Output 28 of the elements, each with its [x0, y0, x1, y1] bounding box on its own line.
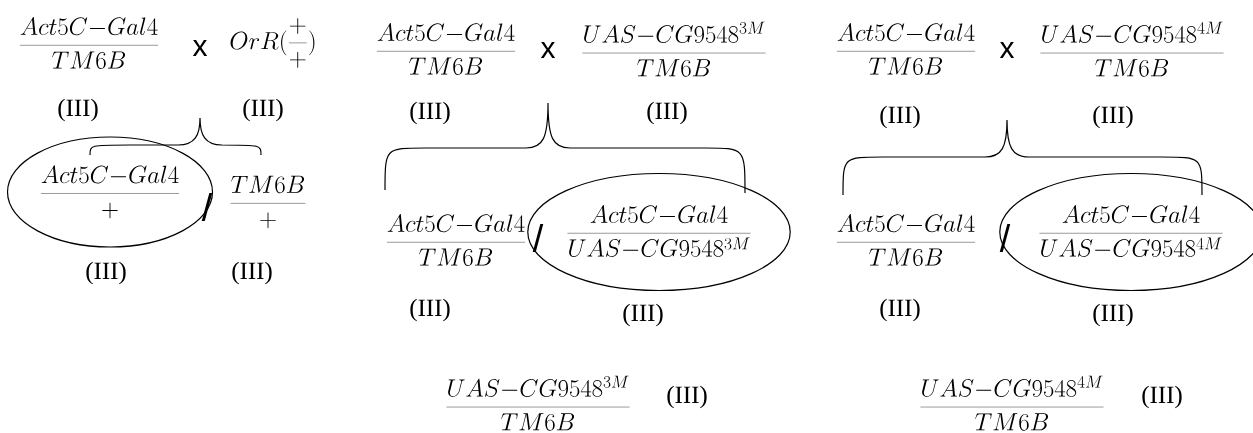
genotype-formula: $\frac{Act5C{-}Gal4}{TM6B}$ — [836, 214, 976, 266]
chromosome-label: (III) — [410, 101, 450, 125]
chromosome-label: (III) — [623, 303, 663, 327]
genotype-formula: $OrR(\frac{+}{+})$ — [230, 18, 315, 68]
chromosome-label: (III) — [880, 105, 920, 129]
chromosome-label: (III) — [410, 298, 450, 322]
chromosome-label: (III) — [232, 261, 272, 285]
chromosome-label: (III) — [647, 101, 687, 125]
genotype-formula: $\frac{TM6B}{+}$ — [230, 175, 306, 229]
genotype-formula: $\frac{UAS{-}CG9548^{3M}}{TM6B}$ — [582, 21, 766, 77]
chromosome-label: (III) — [1093, 105, 1133, 129]
chromosome-label: (III) — [86, 261, 126, 285]
cross-sign: x — [540, 42, 556, 58]
chromosome-label: (III) — [1142, 385, 1182, 409]
genotype-formula: $\frac{Act5C{-}Gal4}{TM6B}$ — [19, 17, 159, 69]
cross-sign: x — [192, 40, 208, 56]
slash-mark: / — [532, 224, 544, 252]
genotype-formula: $\frac{UAS{-}CG9548^{3M}}{TM6B}$ — [446, 375, 630, 431]
genotype-formula: $\frac{UAS{-}CG9548^{4M}}{TM6B}$ — [1040, 21, 1224, 77]
chromosome-label: (III) — [1093, 303, 1133, 327]
slash-mark: / — [999, 224, 1011, 252]
genotype-formula: $\frac{UAS{-}CG9548^{4M}}{TM6B}$ — [920, 375, 1104, 431]
chromosome-label: (III) — [243, 98, 283, 122]
cross-sign: x — [999, 42, 1015, 58]
chromosome-label: (III) — [667, 385, 707, 409]
chromosome-label: (III) — [880, 298, 920, 322]
genotype-formula: $\frac{Act5C{-}Gal4}{TM6B}$ — [376, 23, 516, 75]
genotype-formula: $\frac{Act5C{-}Gal4}{TM6B}$ — [836, 23, 976, 75]
